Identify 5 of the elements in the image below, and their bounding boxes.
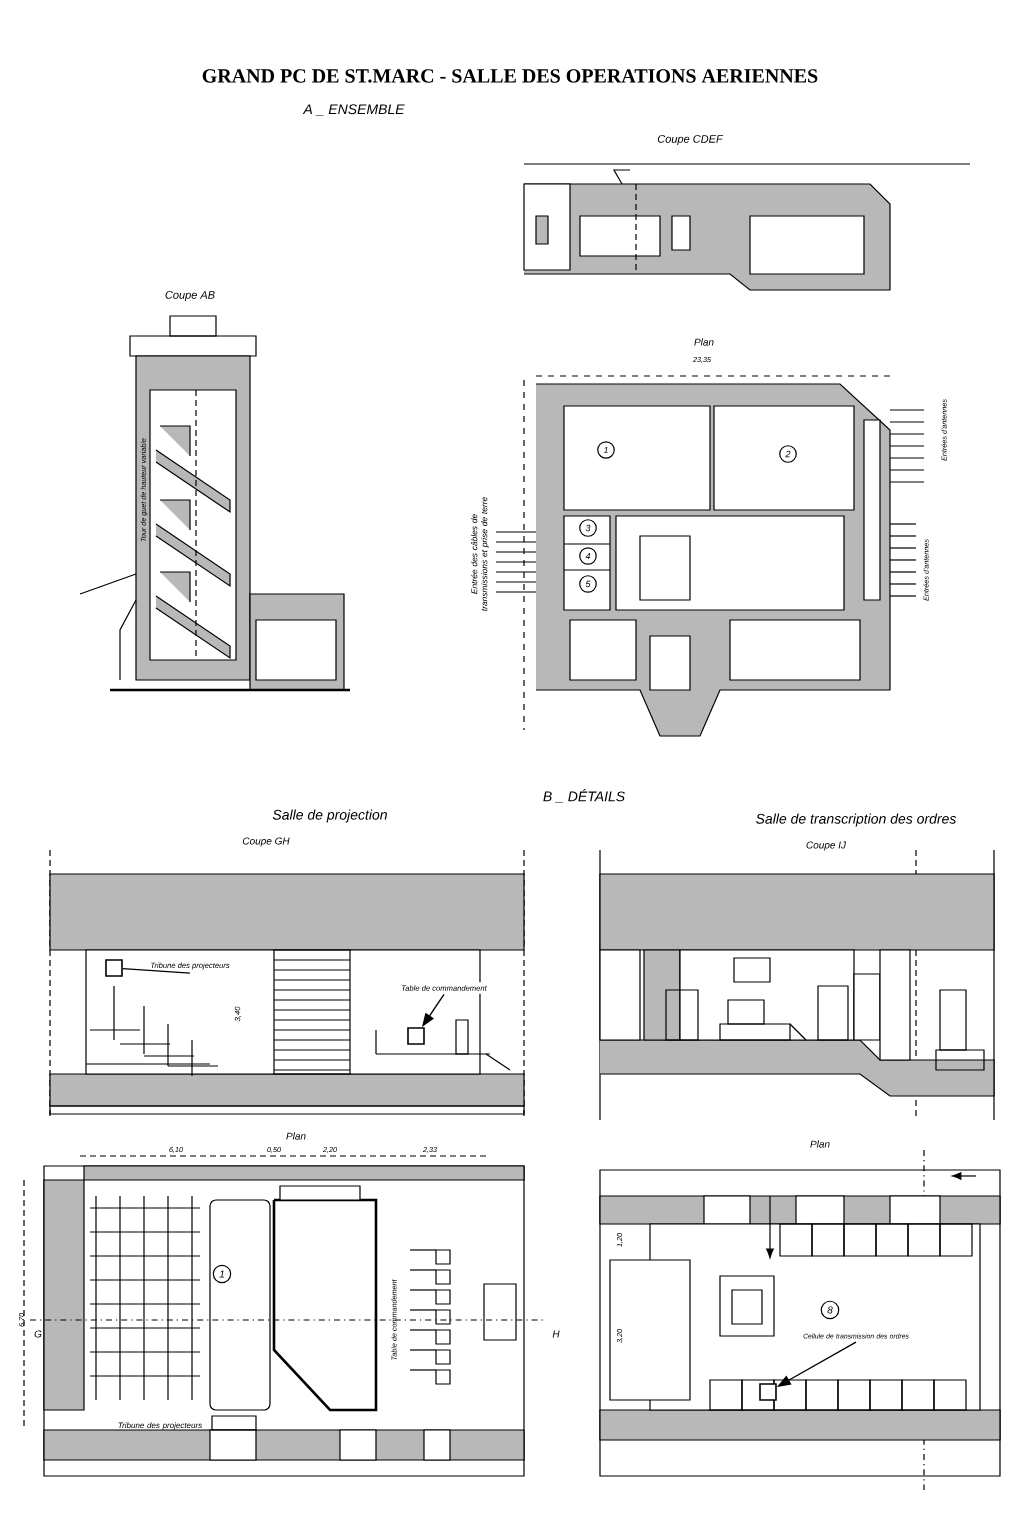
table-symbol — [407, 1027, 425, 1045]
cell-symbol — [759, 1383, 777, 1401]
title: GRAND PC DE ST.MARC - SALLE DES OPERATIONS AERIENNES — [202, 69, 818, 83]
chair-symbol — [105, 959, 123, 977]
leader-line — [122, 967, 191, 974]
